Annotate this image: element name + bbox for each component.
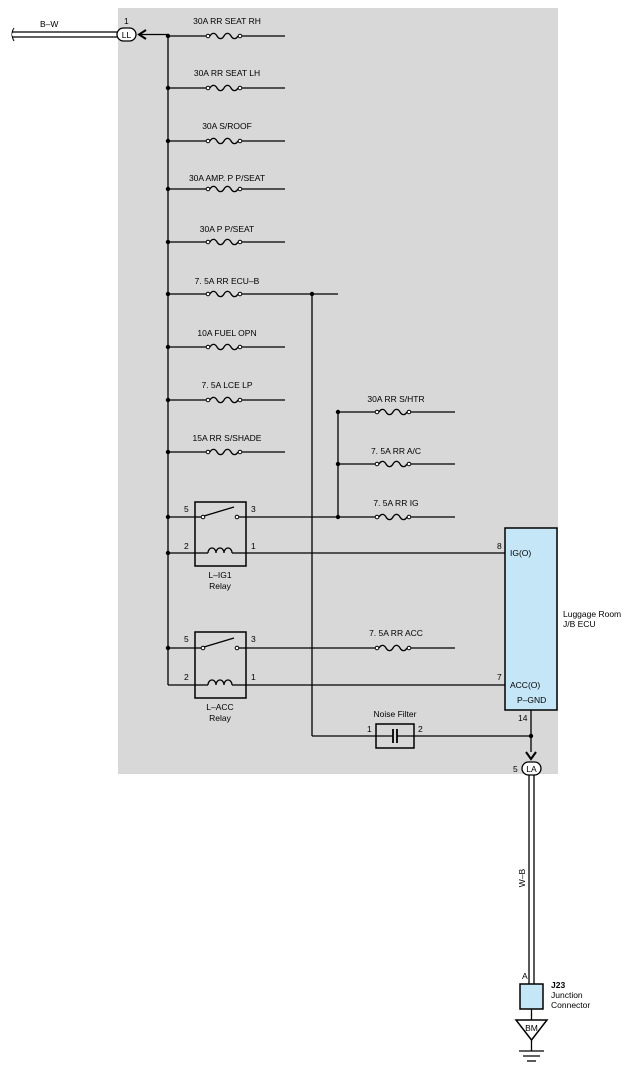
- fuses-fuel_opn-label: 10A FUEL OPN: [197, 328, 256, 338]
- relay-l-ig1-name: L–IG1: [208, 570, 231, 580]
- connector-ll-pin: 1: [124, 16, 129, 26]
- relay-l-ig1: 5 3 2 1 L–IG1 Relay: [165, 501, 505, 591]
- wire-wb: W–B: [517, 775, 535, 984]
- connectors-ll-code-label: LL: [122, 30, 132, 40]
- j23-name-line1: Junction: [551, 990, 583, 1000]
- junction-connector-j23: A J23 Junction Connector: [519, 971, 590, 1020]
- fuse-rr-ac: 7. 5A RR A/C: [335, 446, 455, 468]
- fuses-rr_ecu_b-label: 7. 5A RR ECU–B: [195, 276, 260, 286]
- ecu-ig-label: IG(O): [510, 548, 531, 558]
- fuse-rr-shade: 15A RR S/SHADE: [165, 433, 285, 456]
- fuse-p-seat: 30A P P/SEAT: [165, 224, 285, 246]
- noise_filter-pin2-label: 2: [418, 724, 423, 734]
- luggage-room-jb-ecu: IG(O) 8 ACC(O) 7 P–GND 14 Luggage Room J…: [497, 527, 621, 723]
- fuse-amp-p-seat: 30A AMP. P P/SEAT: [165, 173, 285, 193]
- junction-block-area: [118, 8, 558, 774]
- fuse-rr-seat-rh: 30A RR SEAT RH: [165, 16, 285, 40]
- fuses-rr_acc-label: 7. 5A RR ACC: [369, 628, 423, 638]
- noise_filter-pin1-label: 1: [367, 724, 372, 734]
- ecu-gnd-label: P–GND: [517, 695, 546, 705]
- relays-ig1-pin2-label: 2: [184, 541, 189, 551]
- noise-filter: Noise Filter 1 2: [311, 294, 531, 749]
- j23-code: J23: [551, 980, 565, 990]
- relays-acc-pin1-label: 1: [251, 672, 256, 682]
- wire-color-wb: W–B: [517, 868, 527, 887]
- fuses-rr_htr-label: 30A RR S/HTR: [367, 394, 424, 404]
- relays-acc-pin2-label: 2: [184, 672, 189, 682]
- relay-l-acc: 5 3 2 1 L–ACC Relay: [165, 631, 505, 723]
- input-wire-bw: B–W: [11, 19, 118, 42]
- fuse-rr-ig: 7. 5A RR IG: [338, 498, 455, 521]
- relays-ig1-pin3-label: 3: [251, 504, 256, 514]
- relay-l-acc-name: L–ACC: [206, 702, 233, 712]
- connector-la: LA 5: [513, 751, 542, 776]
- fuses-lce_lp-label: 7. 5A LCE LP: [201, 380, 252, 390]
- fuses-s_roof-label: 30A S/ROOF: [202, 121, 252, 131]
- relays-ig1-pin1-label: 1: [251, 541, 256, 551]
- relays-acc-pin3-label: 3: [251, 634, 256, 644]
- connectors-ground-code-label: BM: [525, 1023, 538, 1033]
- fuse-rr-ecu-b: 7. 5A RR ECU–B: [165, 276, 338, 298]
- connectors-la-code-label: LA: [526, 764, 537, 774]
- ecu-name-line1: Luggage Room: [563, 609, 621, 619]
- ecu-acc-label: ACC(O): [510, 680, 540, 690]
- fuses-amp_p_seat-label: 30A AMP. P P/SEAT: [189, 173, 265, 183]
- relays-acc-pin5-label: 5: [184, 634, 189, 644]
- ecu-ig-pin: 8: [497, 541, 502, 551]
- fuse-fuel-opn: 10A FUEL OPN: [165, 328, 285, 351]
- ecu-gnd-pin: 14: [518, 713, 528, 723]
- relay-l-ig1-type: Relay: [209, 581, 231, 591]
- wire-color-bw: B–W: [40, 19, 58, 29]
- fuses-rr_seat_rh-label: 30A RR SEAT RH: [193, 16, 261, 26]
- fuses-p_seat-label: 30A P P/SEAT: [200, 224, 255, 234]
- relay-l-acc-type: Relay: [209, 713, 231, 723]
- ecu-name-line2: J/B ECU: [563, 619, 596, 629]
- ground-bm-icon: BM: [514, 1019, 549, 1062]
- fuses-rr_ig-label: 7. 5A RR IG: [373, 498, 418, 508]
- fuses-rr_ac-label: 7. 5A RR A/C: [371, 446, 421, 456]
- fuses-rr_seat_lh-label: 30A RR SEAT LH: [194, 68, 260, 78]
- fuse-rr-seat-lh: 30A RR SEAT LH: [165, 68, 285, 92]
- relays-ig1-pin5-label: 5: [184, 504, 189, 514]
- fuses-rr_shade-label: 15A RR S/SHADE: [193, 433, 262, 443]
- j23-pin: A: [522, 971, 528, 981]
- connector-la-pin: 5: [513, 764, 518, 774]
- noise-filter-name: Noise Filter: [374, 709, 417, 719]
- fuse-lce-lp: 7. 5A LCE LP: [165, 380, 285, 404]
- fuse-rr-acc: 7. 5A RR ACC: [369, 628, 455, 652]
- fuse-rr-htr: 30A RR S/HTR: [335, 394, 455, 416]
- fuse-s-roof: 30A S/ROOF: [165, 121, 285, 145]
- connector-ll: LL 1: [116, 16, 168, 42]
- ecu-acc-pin: 7: [497, 672, 502, 682]
- j23-name-line2: Connector: [551, 1000, 590, 1010]
